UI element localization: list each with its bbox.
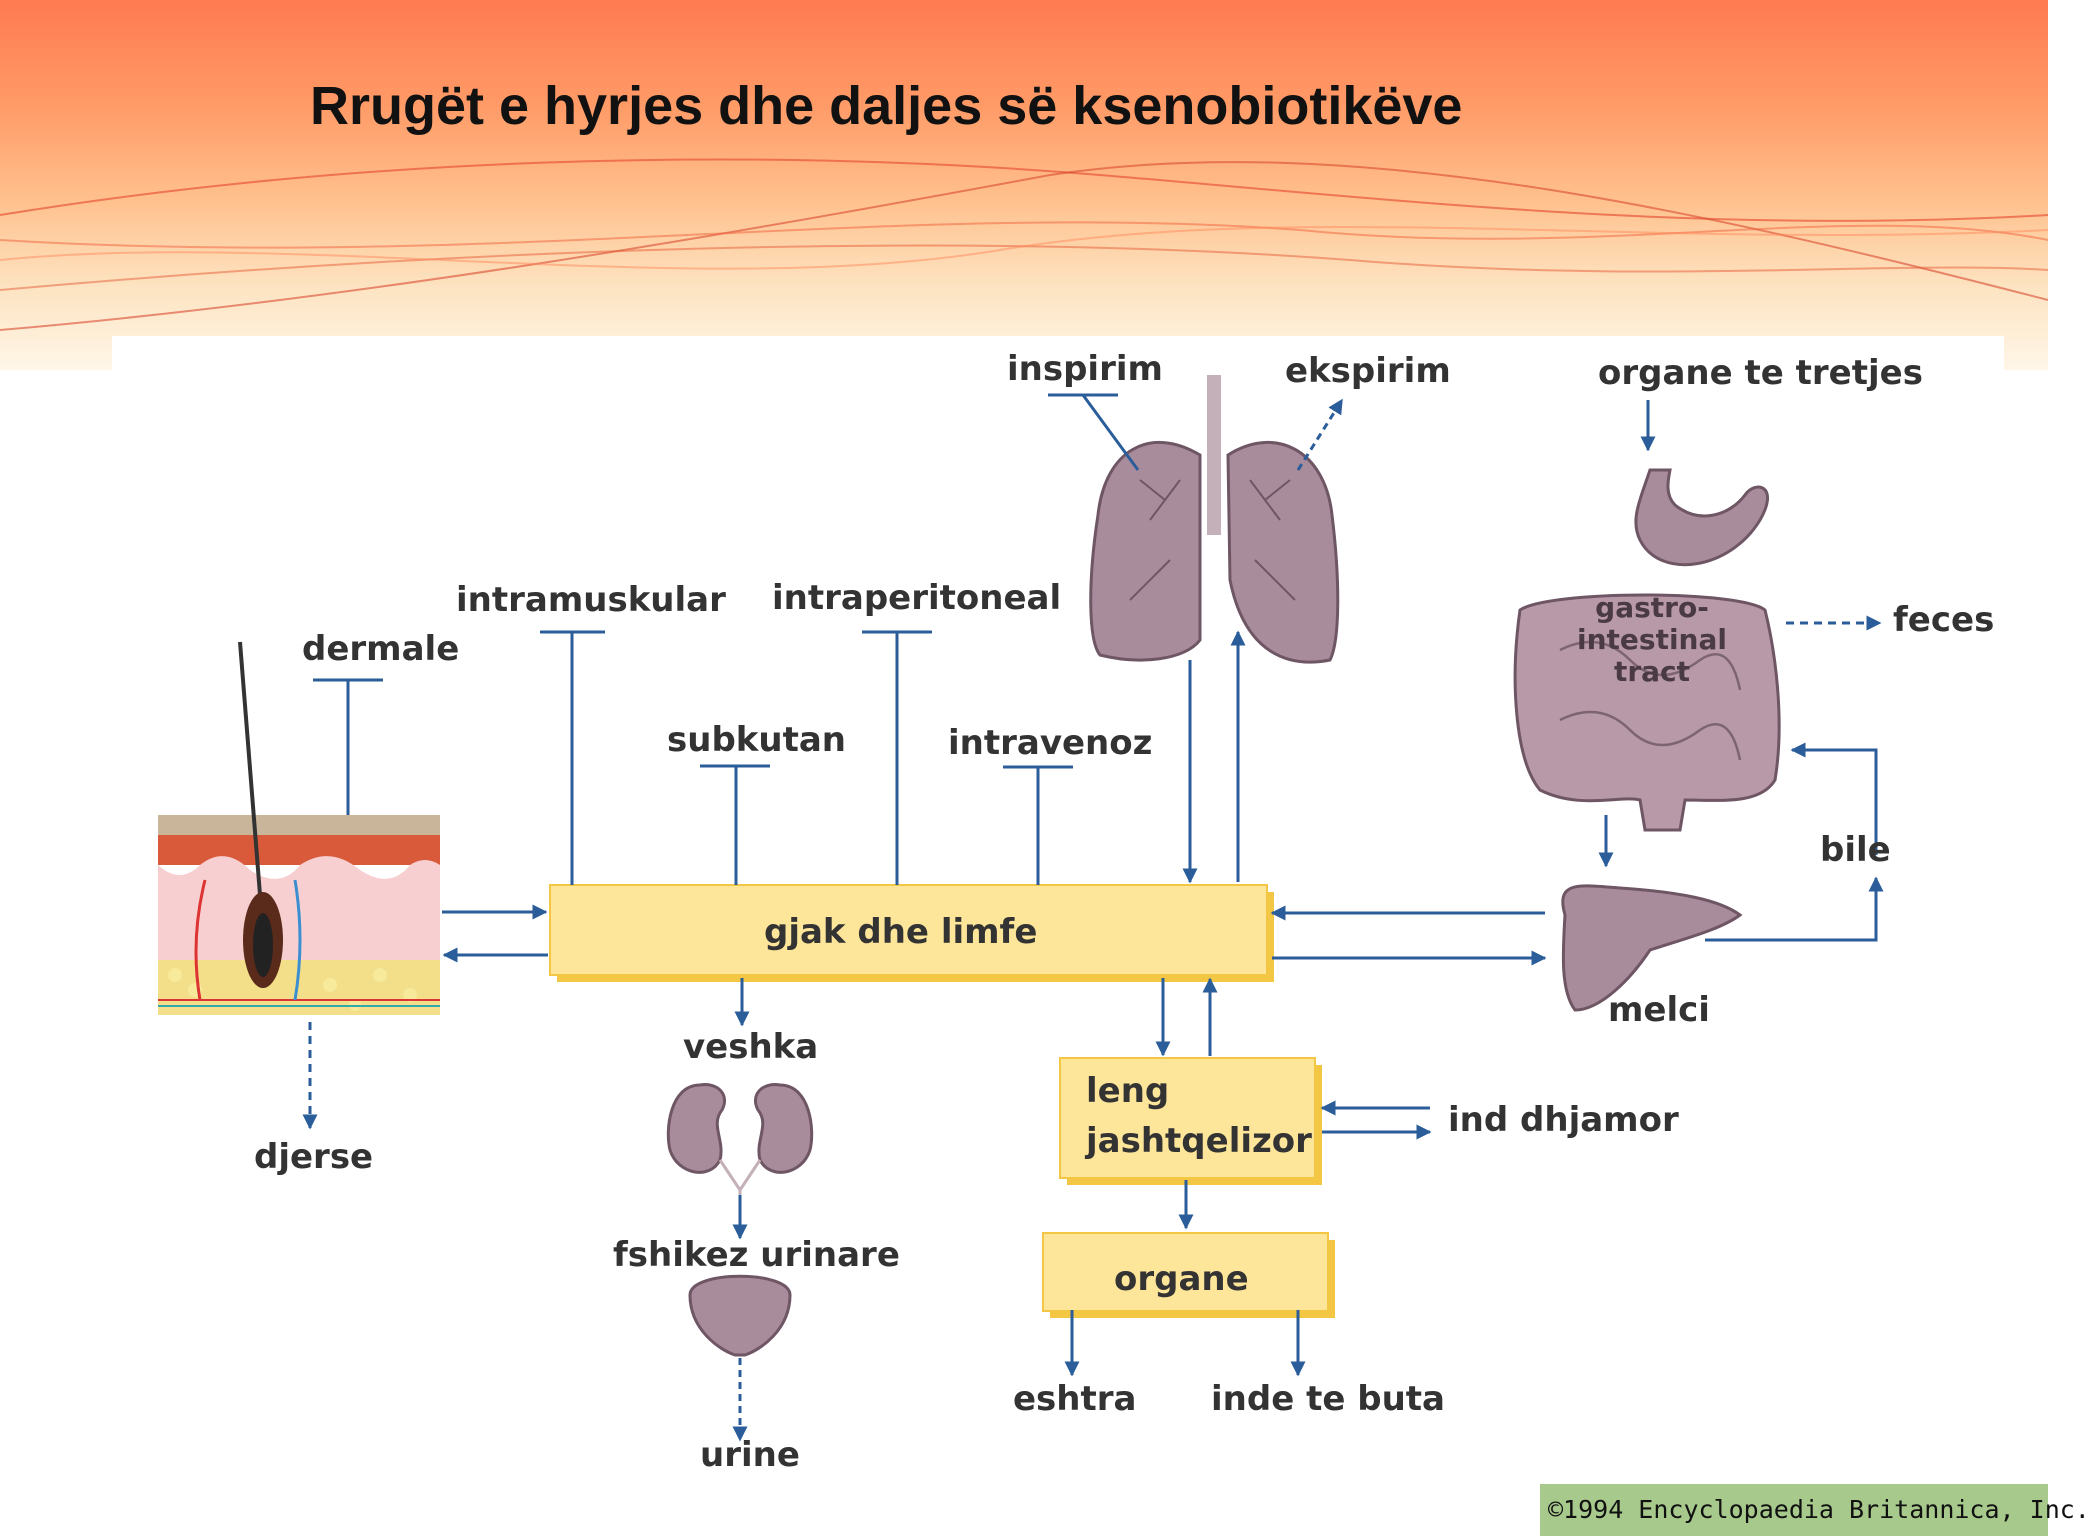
label-bile: bile	[1820, 830, 1891, 870]
organs-box	[1042, 1232, 1335, 1318]
extracellular-fluid-box	[1059, 1057, 1322, 1185]
label-gastro: gastro-	[1595, 591, 1709, 624]
skin-illustration	[158, 641, 440, 1015]
label-intravenoz: intravenoz	[948, 723, 1153, 763]
banner-waves	[0, 158, 2049, 331]
label-gastro-intestinal-tract: gastro- intestinal tract	[1562, 591, 1742, 689]
label-ekspirim: ekspirim	[1285, 351, 1451, 391]
label-fshikez-urinare: fshikez urinare	[613, 1235, 900, 1275]
slide-title: Rrugët e hyrjes dhe daljes së ksenobioti…	[310, 76, 1463, 136]
gastrointestinal-illustration	[1513, 468, 1781, 832]
label-inspirim: inspirim	[1007, 349, 1163, 389]
label-ind-dhjamor: ind dhjamor	[1448, 1100, 1679, 1140]
label-melci: melci	[1608, 990, 1710, 1030]
label-inde-te-buta: inde te buta	[1211, 1379, 1445, 1419]
label-jashtqelizor: jashtqelizor	[1086, 1121, 1312, 1161]
label-djerse: djerse	[254, 1137, 374, 1177]
label-subkutan: subkutan	[667, 720, 846, 760]
bladder-illustration	[688, 1274, 792, 1357]
label-eshtra: eshtra	[1013, 1379, 1137, 1419]
label-veshka: veshka	[683, 1027, 819, 1067]
lungs-illustration	[1089, 375, 1340, 664]
label-tract: tract	[1613, 655, 1691, 689]
label-intraperitoneal: intraperitoneal	[772, 578, 1062, 618]
label-organe: organe	[1114, 1259, 1249, 1299]
title-banner	[0, 0, 2049, 370]
label-gjak-dhe-limfe: gjak dhe limfe	[764, 912, 1038, 952]
label-organe-te-tretjes: organe te tretjes	[1598, 353, 1923, 393]
flow-arrows	[302, 398, 1884, 1442]
label-intestinal: intestinal	[1577, 623, 1727, 657]
label-feces: feces	[1893, 600, 1995, 640]
blood-lymph-box	[549, 884, 1274, 982]
label-urine: urine	[700, 1435, 800, 1475]
route-pins	[313, 393, 1140, 885]
kidneys-illustration	[666, 1083, 814, 1200]
liver-illustration	[1561, 884, 1743, 1012]
label-dermale: dermale	[302, 629, 460, 669]
label-intramuskular: intramuskular	[456, 580, 726, 620]
label-leng: leng	[1086, 1071, 1170, 1111]
copyright-credit: ©1994 Encyclopaedia Britannica, Inc.	[1540, 1484, 2090, 1536]
xenobiotic-pathways-diagram	[158, 375, 1884, 1442]
